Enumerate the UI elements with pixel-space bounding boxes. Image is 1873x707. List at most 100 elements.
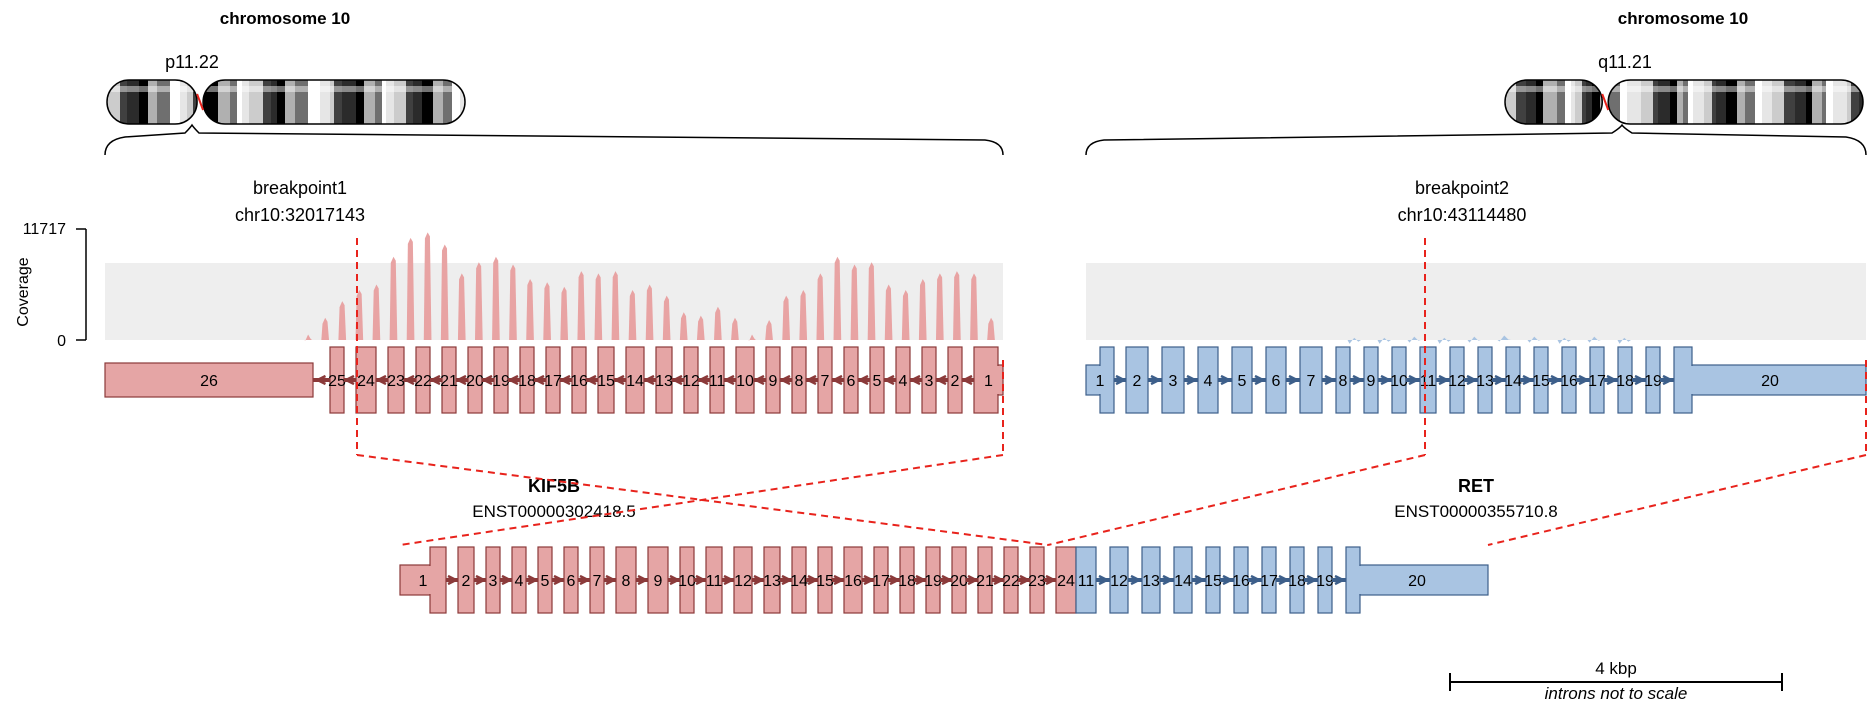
intron-arrow <box>1578 374 1590 386</box>
intron-arrow <box>643 374 655 386</box>
ret-gene-name: RET <box>1458 476 1494 496</box>
coverage-peak <box>679 312 688 340</box>
fusion-kif5b-exon-label: 6 <box>567 573 576 590</box>
ret-exon-label: 10 <box>1390 373 1408 390</box>
intron-arrow <box>585 374 597 386</box>
kif5b-exon-label: 14 <box>626 373 644 390</box>
ret-exon-label: 12 <box>1448 373 1466 390</box>
fusion-kif5b-exon-label: 24 <box>1057 573 1075 590</box>
kif5b-gene-name: KIF5B <box>528 476 580 496</box>
fusion-ret-exon-label: 14 <box>1174 573 1192 590</box>
intron-arrow <box>1186 374 1198 386</box>
intron-arrow <box>507 374 519 386</box>
kif5b-exon-label: 12 <box>682 373 700 390</box>
kif5b-exon-label: 24 <box>357 373 375 390</box>
ret-exon-label: 16 <box>1560 373 1578 390</box>
intron-arrow <box>909 374 921 386</box>
intron-arrow <box>1662 374 1674 386</box>
kif5b-exon-label: 11 <box>709 373 726 390</box>
intron-arrow <box>1324 374 1336 386</box>
left-chromosome-title: chromosome 10 <box>220 9 350 28</box>
intron-arrow <box>753 374 765 386</box>
intron-arrow <box>1634 374 1646 386</box>
fusion-kif5b-exon-label: 1 <box>419 573 428 590</box>
kif5b-exon-label: 19 <box>492 373 510 390</box>
intron-arrow <box>857 374 869 386</box>
kif5b-exon-label: 18 <box>518 373 536 390</box>
left-chromosome-ideogram <box>106 79 466 125</box>
intron-arrow <box>1220 374 1232 386</box>
coverage-peak <box>1377 337 1391 344</box>
intron-arrow <box>1438 374 1450 386</box>
intron-arrow <box>831 374 843 386</box>
fusion-kif5b-exon-label: 21 <box>976 573 994 590</box>
ret-exon-label: 7 <box>1307 373 1316 390</box>
coverage-peak <box>662 295 671 340</box>
coverage-peak <box>594 273 603 340</box>
intron-arrow <box>533 374 545 386</box>
coverage-peak <box>901 290 910 340</box>
kif5b-exon-label: 2 <box>951 373 960 390</box>
ret-exon-label: 17 <box>1588 373 1606 390</box>
coverage-peak <box>492 256 500 340</box>
ret-exon-label: 8 <box>1339 373 1348 390</box>
fusion-ret-exon-label: 18 <box>1288 573 1306 590</box>
coverage-peak <box>1587 336 1601 343</box>
kif5b-exon-label: 3 <box>925 373 934 390</box>
coverage-axis: 11717 0 Coverage <box>15 221 87 350</box>
kif5b-exon-label: 1 <box>984 373 993 390</box>
coverage-peak <box>833 256 842 340</box>
fusion-kif5b-exon-label: 5 <box>541 573 550 590</box>
kif5b-exon-label: 16 <box>570 373 588 390</box>
intron-arrow <box>1150 374 1162 386</box>
fusion-kif5b-exon-label: 2 <box>462 573 471 590</box>
fusion-kif5b-exon-label: 19 <box>924 573 942 590</box>
fusion-kif5b-exon-label: 20 <box>950 573 968 590</box>
coverage-peak <box>953 271 961 340</box>
right-band-label: q11.21 <box>1598 52 1652 72</box>
fusion-ret-exon-label: 17 <box>1260 573 1278 590</box>
ret-exon-label: 1 <box>1096 373 1105 390</box>
kif5b-exon-label: 4 <box>899 373 908 390</box>
kif5b-exon-label: 10 <box>736 373 754 390</box>
intron-arrow <box>314 374 327 386</box>
fusion-ret-exon-label: 13 <box>1142 573 1160 590</box>
coverage-peak <box>628 290 637 340</box>
fusion-kif5b-exon-label: 14 <box>790 573 808 590</box>
breakpoint1-label: breakpoint1 <box>253 178 347 198</box>
coverage-peak <box>1557 337 1571 344</box>
coverage-peak <box>526 278 534 340</box>
breakpoint-lines <box>356 238 1867 546</box>
intron-arrow <box>805 374 817 386</box>
kif5b-exon-label: 7 <box>821 373 830 390</box>
coverage-peak <box>423 232 432 340</box>
coverage-peak <box>714 306 722 340</box>
left-band-label: p11.22 <box>165 52 219 72</box>
intron-arrow <box>671 374 683 386</box>
intron-arrow <box>343 374 355 386</box>
intron-arrow <box>455 374 467 386</box>
breakpoint2-label: breakpoint2 <box>1415 178 1509 198</box>
intron-arrow <box>935 374 947 386</box>
intron-arrow <box>1606 374 1618 386</box>
fusion-kif5b-exon-label: 8 <box>622 573 631 590</box>
intron-arrow <box>961 374 973 386</box>
ret-exon-label: 6 <box>1272 373 1281 390</box>
intron-arrow <box>697 374 709 386</box>
kif5b-exon-label: 21 <box>440 373 458 390</box>
coverage-max-label: 11717 <box>23 221 66 238</box>
fusion-kif5b-exon-label: 12 <box>734 573 752 590</box>
coverage-peak <box>406 237 415 340</box>
ret-exon-label: 3 <box>1169 373 1178 390</box>
intron-arrow <box>1352 374 1364 386</box>
coverage-peak <box>560 286 569 340</box>
intron-arrow <box>1550 374 1562 386</box>
coverage-peak <box>543 282 551 340</box>
coverage-peak <box>372 284 381 340</box>
coverage-peak <box>782 295 790 340</box>
scale-bar-label: 4 kbp <box>1595 659 1637 678</box>
scale-bar: 4 kbp introns not to scale <box>1449 659 1783 703</box>
ret-transcript-id: ENST00000355710.8 <box>1394 502 1558 521</box>
